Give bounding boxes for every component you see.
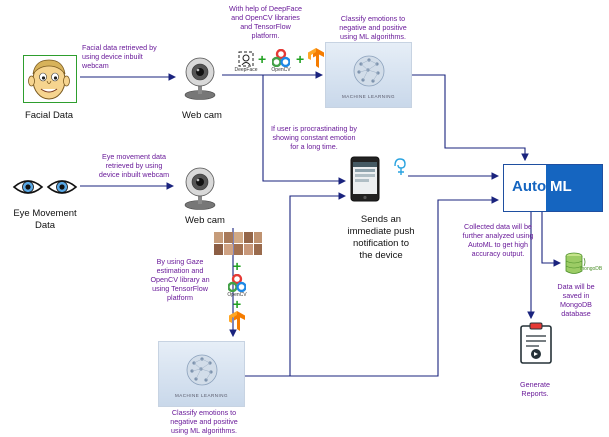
plus-icon: +: [233, 258, 242, 274]
deepface-label: DeepFace: [234, 67, 258, 73]
webcam-bottom-label: Web cam: [185, 215, 225, 226]
plus-icon: +: [296, 51, 305, 67]
classify-top-note: Classify emotions to negative and positi…: [339, 14, 407, 41]
opencv-label: OpenCV: [227, 292, 247, 298]
arrow-ml-bottom-to-phone: [289, 192, 347, 376]
arrow-ml-bottom-to-automl: [243, 196, 500, 377]
ml-caption: MACHINE LEARNING: [341, 94, 395, 99]
deepface-icon: [238, 51, 254, 67]
tensorflow-icon: [229, 311, 245, 331]
generate-reports-label: Generate Reports.: [520, 380, 550, 398]
plus-icon: +: [258, 51, 267, 67]
ml-globe-icon: [353, 55, 385, 87]
webcam-icon: [184, 57, 216, 100]
arrow-automl-to-mongo: [541, 212, 562, 267]
push-notification-label: Sends an immediate push notification to …: [347, 214, 415, 261]
saved-mongo-note: Data will be saved in MongoDB database: [557, 282, 595, 318]
smartphone-icon: [350, 156, 380, 202]
facial-data-label: Facial Data: [24, 110, 74, 121]
mongodb-database-icon: [565, 252, 586, 274]
tensorflow-icon: [308, 48, 324, 68]
opencv-label: OpenCV: [271, 67, 291, 73]
classify-bottom-note: Classify emotions to negative and positi…: [170, 408, 238, 435]
ml-globe-icon: [186, 354, 218, 386]
arrow-to-phone-top: [262, 75, 347, 185]
webcam-top-label: Web cam: [182, 110, 222, 121]
facial-retrieved-note: Facial data retrieved by using device in…: [82, 43, 157, 70]
gaze-note: By using Gaze estimation and OpenCV libr…: [150, 257, 210, 302]
webcam-icon: [184, 167, 216, 210]
procrastinating-note: If user is procrastinating by showing co…: [271, 124, 357, 151]
machine-learning-tile-top: MACHINE LEARNING: [325, 42, 412, 108]
opencv-icon: [228, 274, 246, 292]
arrow-ml-top-to-automl: [410, 74, 529, 162]
eye-retrieved-note: Eye movement data retrieved by using dev…: [98, 152, 170, 179]
automl-blue-panel: [546, 165, 602, 211]
face-icon: [28, 59, 70, 100]
eyes-icon: [12, 180, 78, 194]
notification-swirl-icon: [394, 158, 406, 175]
deepface-help-note: With help of DeepFace and OpenCV librari…: [228, 4, 303, 40]
eye-movement-label: Eye Movement Data: [13, 208, 77, 231]
opencv-icon: [272, 49, 290, 67]
gaze-samples-grid-icon: [214, 232, 262, 255]
collected-note: Collected data will be further analyzed …: [462, 222, 534, 258]
machine-learning-tile-bottom: MACHINE LEARNING: [158, 341, 245, 407]
report-clipboard-icon: [520, 322, 552, 364]
plus-icon: +: [233, 296, 242, 312]
mongodb-logo-text: mongoDB: [580, 266, 603, 272]
automl-text-auto: Auto: [512, 178, 547, 195]
ml-caption: MACHINE LEARNING: [174, 393, 228, 398]
automl-text-ml: ML: [550, 178, 572, 195]
automl-box: Auto ML: [503, 164, 603, 212]
face-frame: [23, 55, 77, 103]
